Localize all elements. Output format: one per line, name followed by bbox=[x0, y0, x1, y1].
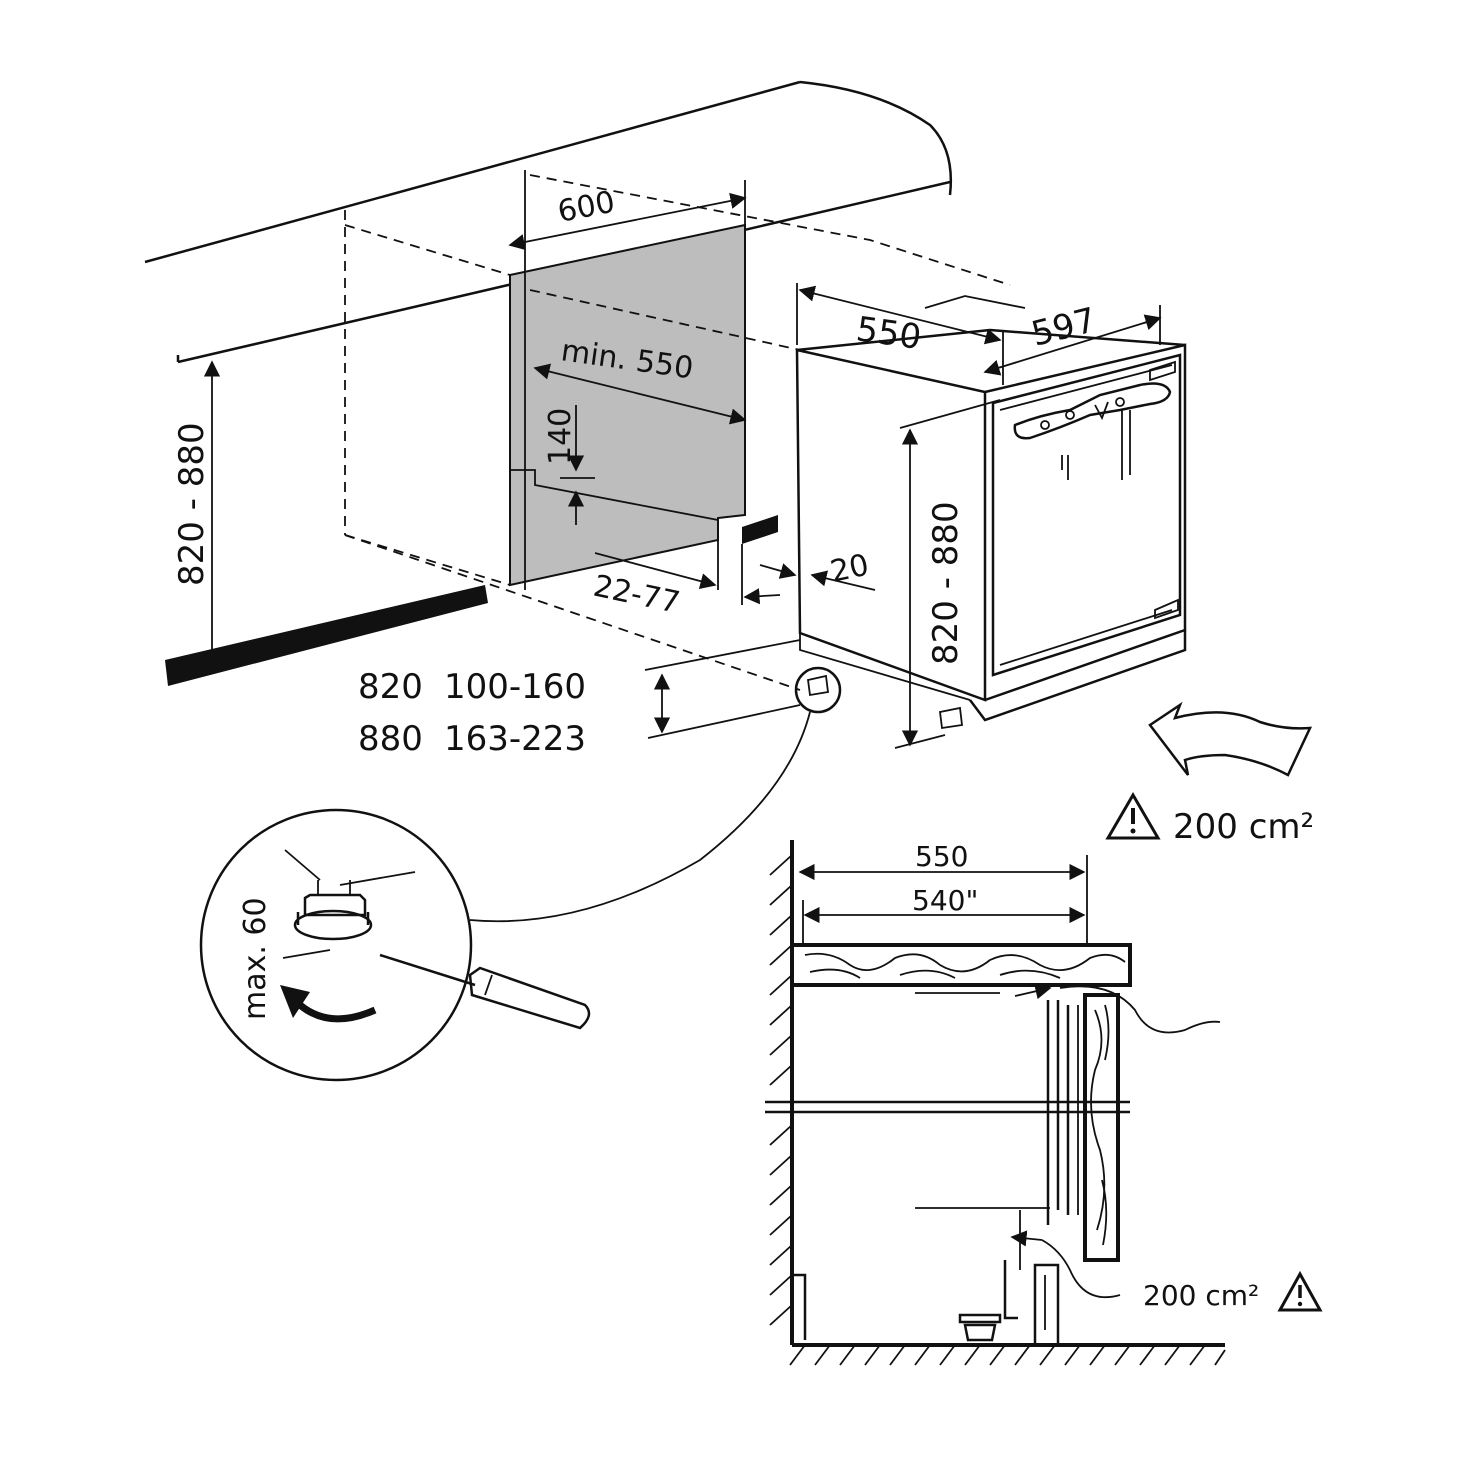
section-depth-outer-label: 550 bbox=[915, 840, 968, 873]
plinth bbox=[165, 515, 778, 686]
section-depth-inner-label: 540" bbox=[912, 884, 978, 917]
gap-range-label: 22-77 bbox=[590, 569, 683, 621]
plinth-offset-label: 140 bbox=[543, 408, 578, 465]
height-right-label: 820 - 880 bbox=[926, 501, 966, 665]
dim-side-gap: 20 bbox=[741, 544, 876, 605]
table-row-range: 163-223 bbox=[444, 719, 586, 759]
table-row-height: 820 bbox=[358, 667, 423, 707]
warning-bottom: 200 cm² bbox=[1143, 1270, 1323, 1312]
table-row-range: 100-160 bbox=[444, 667, 586, 707]
warning-icon bbox=[1105, 792, 1161, 840]
side-gap-label: 20 bbox=[827, 548, 872, 590]
airflow-arrow bbox=[1148, 701, 1313, 777]
ventilation-bottom-label: 200 cm² bbox=[1143, 1279, 1259, 1312]
appliance bbox=[795, 328, 1187, 730]
foot-callout bbox=[469, 666, 842, 923]
dim-plinth-offset: 140 bbox=[543, 405, 595, 525]
dim-appliance-depth: 550 bbox=[796, 283, 1004, 385]
warning-top: 200 cm² bbox=[1105, 792, 1314, 847]
height-table: 820 100-160 880 163-223 bbox=[358, 639, 801, 759]
height-left-label: 820 - 880 bbox=[172, 422, 212, 586]
table-row-height: 880 bbox=[358, 719, 423, 759]
ventilation-top-label: 200 cm² bbox=[1173, 807, 1314, 847]
appliance-width-label: 597 bbox=[1028, 300, 1101, 355]
dim-height-left: 820 - 880 bbox=[172, 360, 221, 670]
niche-width-label: 600 bbox=[555, 185, 618, 230]
foot-detail: max. 60 bbox=[199, 808, 591, 1082]
foot-adjust-label: max. 60 bbox=[238, 897, 273, 1020]
warning-icon bbox=[1277, 1270, 1323, 1312]
appliance-depth-label: 550 bbox=[854, 309, 924, 358]
dim-height-right: 820 - 880 bbox=[894, 399, 1001, 749]
section-view: 550 540" bbox=[765, 840, 1226, 1366]
